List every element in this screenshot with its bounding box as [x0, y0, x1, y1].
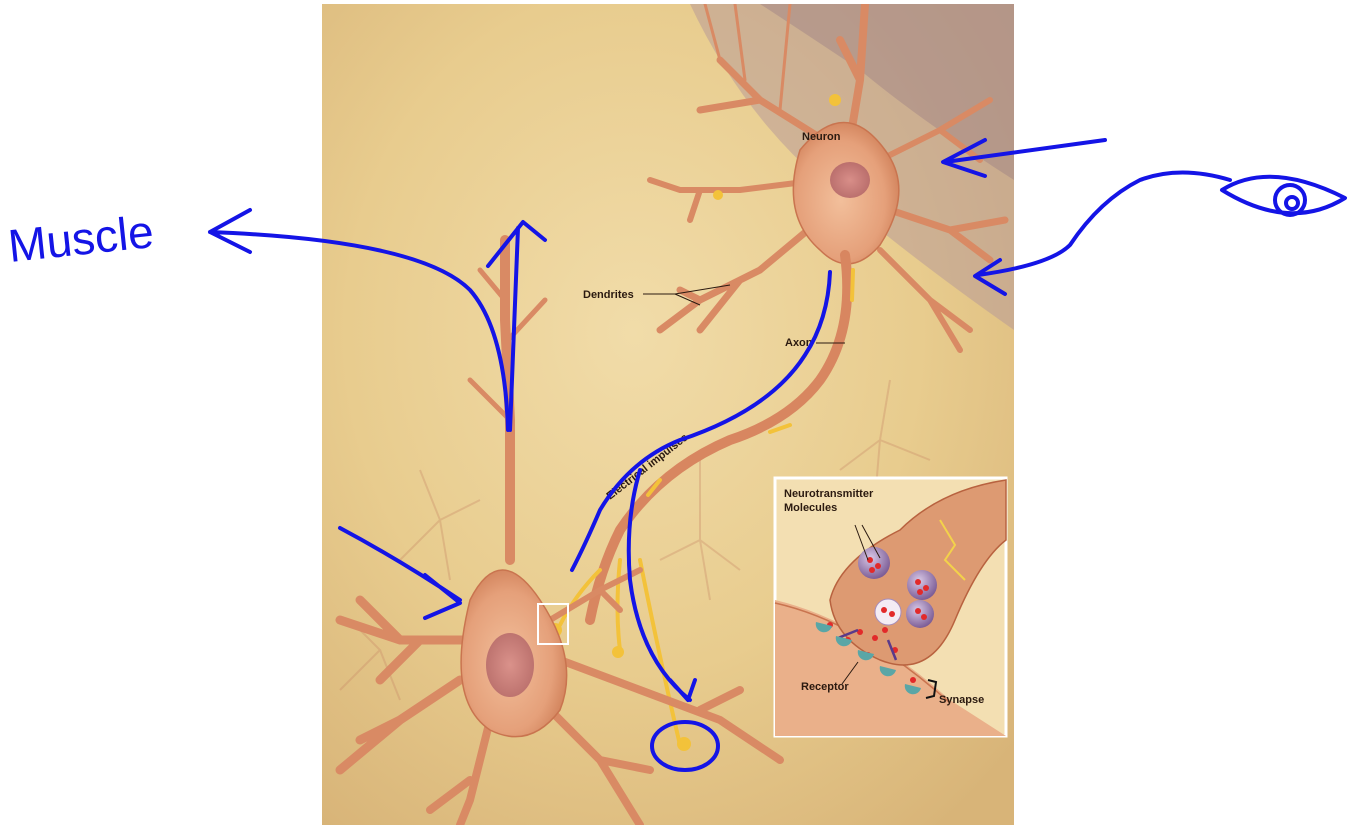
- neuron-label: Neuron: [802, 131, 841, 143]
- dendrites-label: Dendrites: [583, 289, 634, 301]
- neuron-illustration: Neuron Dendrites Axon Electrical impulse…: [322, 4, 1014, 825]
- muscle-handwritten-label: Muscle: [6, 205, 156, 272]
- inset-neurotransmitter-label: Neurotransmitter: [784, 488, 874, 500]
- inset-receptor-label: Receptor: [801, 681, 849, 693]
- eye-icon: [1222, 177, 1345, 215]
- inset-synapse-label: Synapse: [939, 694, 984, 706]
- synapse-inset: Neurotransmitter Molecules Receptor Syna…: [775, 478, 1006, 736]
- inset-molecules-label: Molecules: [784, 502, 837, 514]
